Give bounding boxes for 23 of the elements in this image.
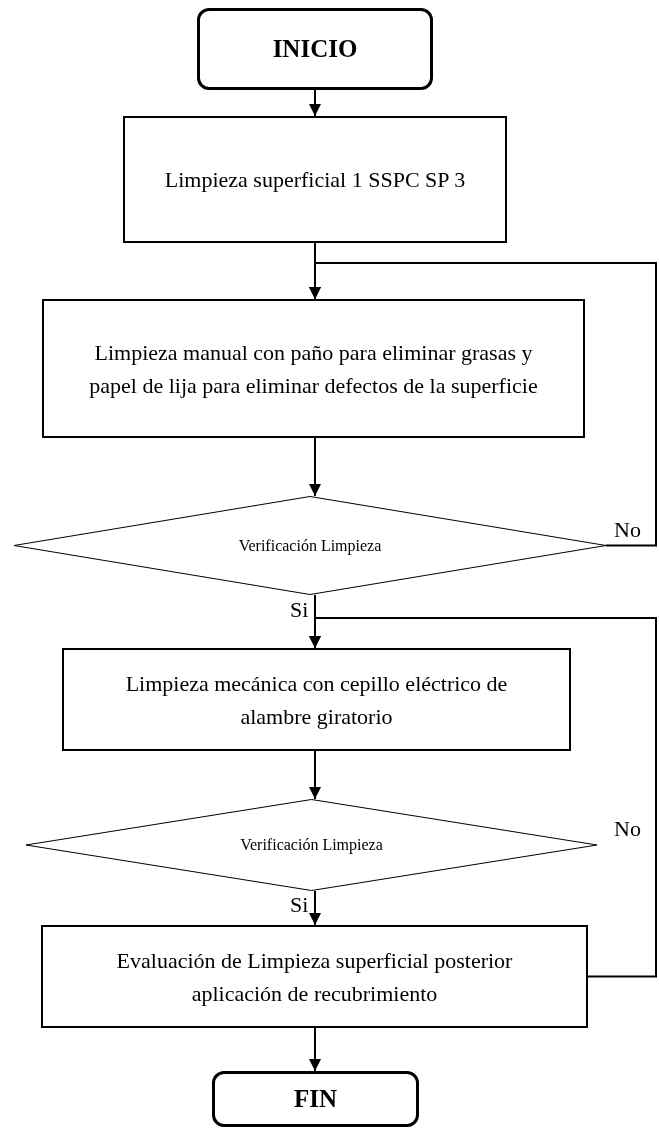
process-box [123, 116, 507, 243]
terminal-box [197, 8, 433, 90]
arrow [309, 750, 321, 800]
process-box [41, 925, 588, 1028]
arrow [309, 89, 321, 117]
arrow [309, 617, 657, 978]
process-box [42, 299, 585, 438]
node-text: Evaluación de Limpieza superficial posterior aplicación de recubrimiento [115, 946, 514, 1008]
node-text: FIN [293, 1085, 338, 1113]
process-box [62, 648, 571, 751]
arrow [309, 262, 657, 547]
node-text: Verificación Limpieza [240, 836, 383, 854]
arrow [309, 890, 321, 926]
node-text: Limpieza mecánica con cepillo eléctrico de alambre giratorio [124, 669, 509, 731]
decision-diamond [26, 799, 597, 891]
arrow [309, 1027, 321, 1072]
node-text: INICIO [272, 35, 358, 63]
node-text: Limpieza superficial 1 SSPC SP 3 [164, 166, 466, 194]
terminal-box [212, 1071, 419, 1127]
node-text: Limpieza manual con paño para eliminar grasas y papel de lija para eliminar defectos de la superficie [88, 338, 539, 400]
arrow [309, 437, 321, 497]
decision-diamond [14, 496, 606, 595]
node-text: Verificación Limpieza [238, 536, 382, 555]
